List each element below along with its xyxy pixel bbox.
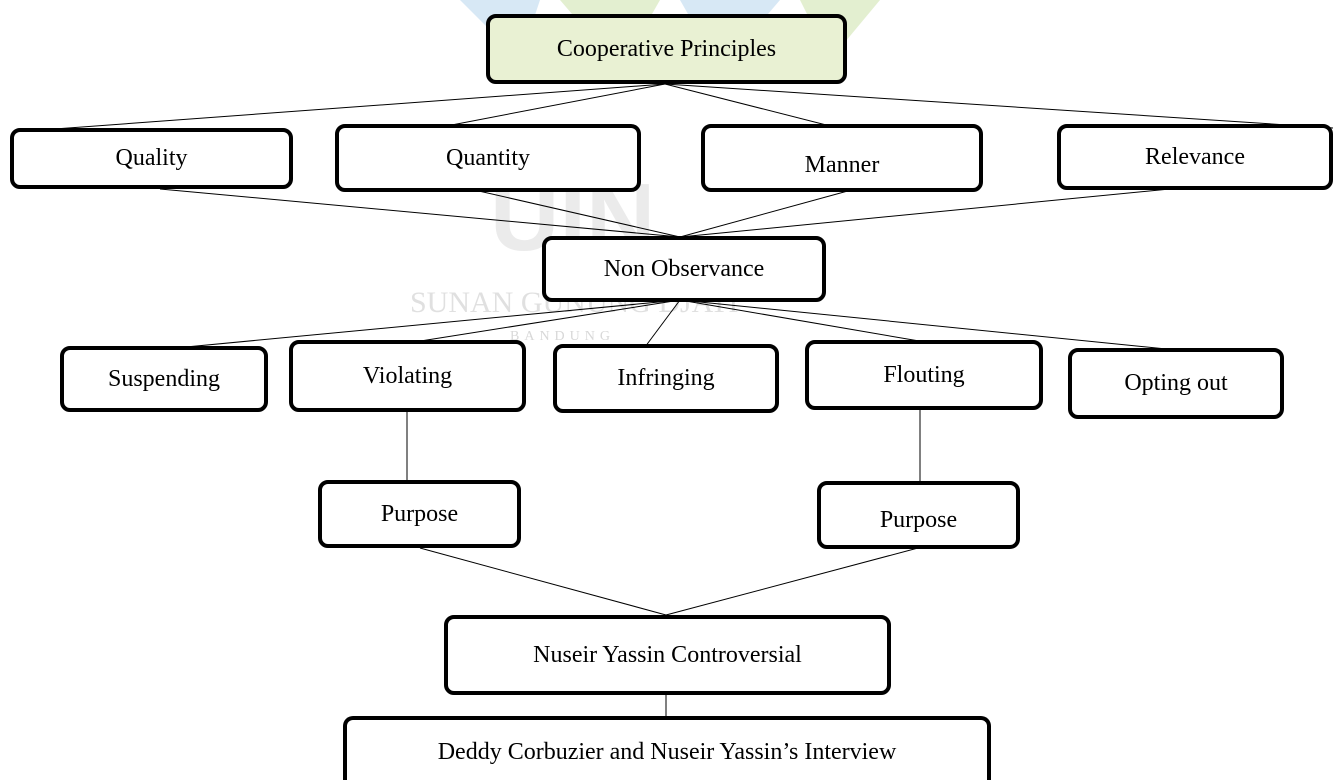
- node-manner: Manner: [701, 124, 983, 192]
- connector-nonobs-flouting: [679, 299, 926, 343]
- node-label: Flouting: [883, 361, 965, 388]
- connector-nonobs-suspending: [164, 299, 681, 350]
- connector-nonobs-violating: [407, 299, 681, 344]
- node-label: Manner: [804, 151, 880, 178]
- connector-purpose-right-nuseir: [665, 547, 919, 616]
- node-label: Cooperative Principles: [556, 35, 777, 62]
- node-quantity: Quantity: [335, 124, 641, 192]
- node-violating: Violating: [289, 340, 526, 412]
- connector-quality-nonobs: [159, 188, 681, 238]
- node-flouting: Flouting: [805, 340, 1043, 410]
- connector-quantity-nonobs: [469, 188, 681, 238]
- connector-nonobs-infringing: [644, 299, 681, 348]
- node-non-observance: Non Observance: [542, 236, 826, 302]
- node-purpose-right: Purpose: [817, 481, 1020, 549]
- connector-relevance-nonobs: [679, 185, 1201, 238]
- node-suspending: Suspending: [60, 346, 268, 412]
- node-label: Suspending: [107, 365, 220, 392]
- node-label: Infringing: [617, 365, 715, 391]
- node-infringing: Infringing: [553, 344, 779, 413]
- node-label: Purpose: [879, 506, 958, 533]
- node-label: Relevance: [1145, 143, 1245, 170]
- connector-nonobs-optingout: [679, 299, 1177, 351]
- node-label: Non Observance: [603, 255, 765, 282]
- connector-purpose-left-nuseir: [419, 547, 667, 616]
- node-nuseir-controversial: Nuseir Yassin Controversial: [444, 615, 891, 695]
- node-quality: Quality: [10, 128, 293, 189]
- node-label: Opting out: [1124, 370, 1228, 396]
- connector-cp-manner: [664, 83, 839, 129]
- connector-cp-quality: [13, 83, 666, 133]
- connector-cp-relevance: [664, 83, 1334, 129]
- connector-cp-quantity: [435, 83, 666, 129]
- node-purpose-left: Purpose: [318, 480, 521, 548]
- node-cooperative-principles: Cooperative Principles: [486, 14, 847, 84]
- node-opting-out: Opting out: [1068, 348, 1284, 419]
- node-label: Quality: [115, 145, 188, 171]
- node-label: Nuseir Yassin Controversial: [533, 641, 802, 668]
- connector-manner-nonobs: [679, 188, 856, 238]
- node-label: Purpose: [380, 500, 459, 527]
- node-relevance: Relevance: [1057, 124, 1333, 190]
- node-label: Quantity: [446, 144, 530, 171]
- node-interview: Deddy Corbuzier and Nuseir Yassin’s Inte…: [343, 716, 991, 780]
- node-label: Violating: [362, 362, 453, 389]
- node-label: Deddy Corbuzier and Nuseir Yassin’s Inte…: [437, 738, 897, 765]
